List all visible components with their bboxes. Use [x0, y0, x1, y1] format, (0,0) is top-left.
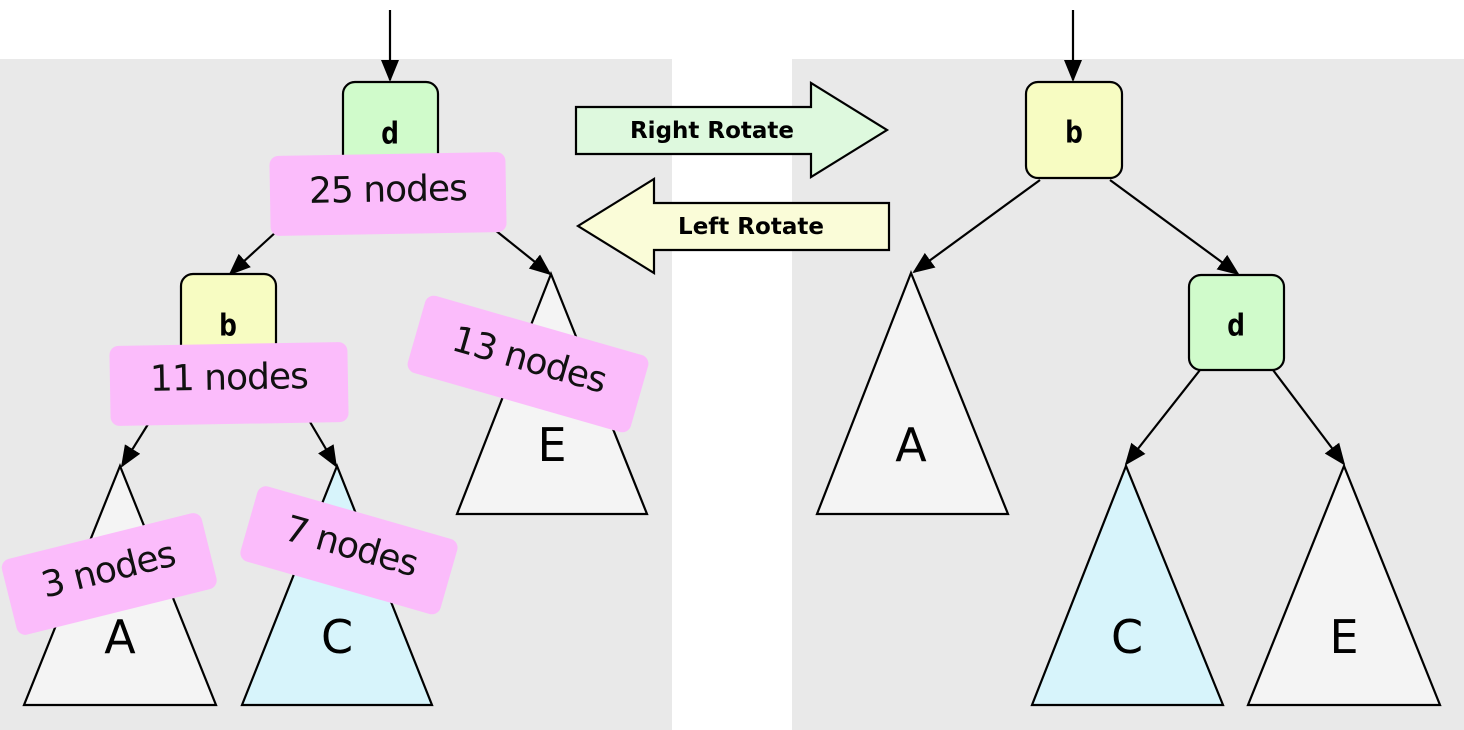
note-c-count: 7 nodes [240, 486, 458, 615]
edge-d-to-c-right [1124, 369, 1201, 466]
subtree-a-label: A [104, 610, 136, 664]
left-tree: E A C d b 25 nodes 11 nodes [1, 10, 649, 707]
subtree-e-label: E [537, 418, 566, 472]
right-node-d[interactable]: d [1187, 273, 1286, 372]
right-subtree-a-label: A [895, 418, 927, 472]
node-d-label: d [381, 117, 399, 152]
note-root-count-text: 25 nodes [309, 168, 468, 212]
edge-d-to-e-right [1272, 369, 1346, 466]
note-b-count: 11 nodes [109, 342, 349, 426]
left-rotate-label: Left Rotate [678, 214, 824, 240]
right-node-b-label: b [1065, 116, 1083, 151]
right-subtree-a: A [815, 270, 1010, 516]
subtree-c-label: C [321, 610, 353, 664]
right-tree: A C E b d [815, 10, 1442, 707]
right-subtree-e-triangle [1246, 463, 1442, 707]
left-rotate-arrow[interactable]: Left Rotate [575, 177, 891, 275]
right-subtree-c: C [1030, 463, 1225, 707]
note-b-count-text: 11 nodes [150, 356, 309, 400]
note-a-count: 3 nodes [1, 513, 217, 635]
right-subtree-c-label: C [1111, 610, 1143, 664]
right-subtree-c-triangle [1030, 463, 1225, 707]
right-subtree-e-label: E [1329, 610, 1358, 664]
edge-b-to-d-right [1109, 179, 1240, 276]
right-subtree-e: E [1246, 463, 1442, 707]
right-node-b[interactable]: b [1024, 80, 1124, 180]
node-b-label: b [219, 309, 237, 344]
edge-b-to-a-right [912, 179, 1041, 274]
right-subtree-a-triangle [815, 270, 1010, 516]
right-rotate-arrow[interactable]: Right Rotate [574, 81, 890, 179]
right-node-d-label: d [1227, 309, 1245, 344]
right-rotate-label: Right Rotate [630, 118, 794, 144]
note-root-count: 25 nodes [269, 152, 507, 236]
